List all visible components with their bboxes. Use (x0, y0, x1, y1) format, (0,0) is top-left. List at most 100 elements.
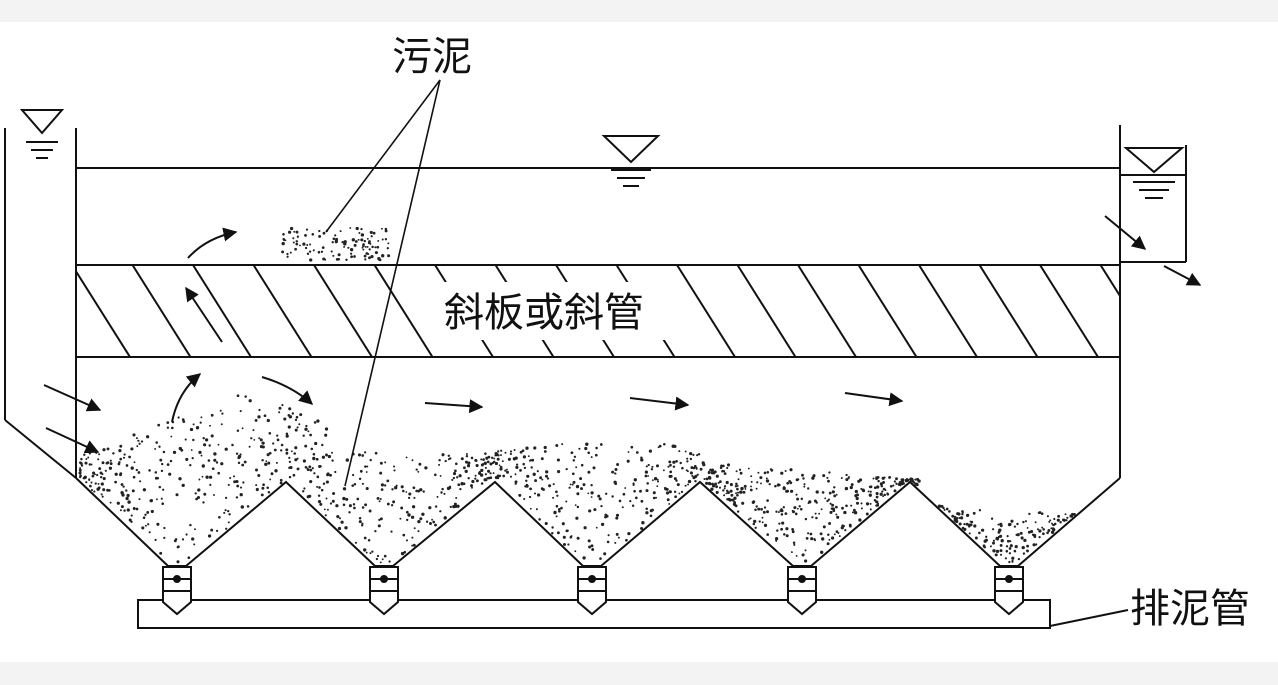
sludge-particle (755, 487, 758, 490)
sludge-particle (736, 510, 740, 513)
sludge-particle (359, 469, 363, 473)
sludge-particle (784, 512, 788, 515)
sludge-particle (729, 489, 733, 493)
sludge-particle (241, 427, 244, 430)
sludge-particle (876, 476, 880, 479)
sludge-particle (827, 533, 830, 536)
sludge-particle (786, 489, 789, 493)
sludge-particle (122, 456, 126, 459)
sludge-particle (243, 460, 247, 464)
sludge-particle (860, 507, 863, 510)
sludge-particle (989, 545, 992, 548)
sludge-particle (348, 511, 351, 514)
sludge-particle (587, 470, 591, 474)
sludge-particle (607, 534, 610, 537)
sludge-particle (177, 416, 180, 419)
sludge-particle (626, 459, 630, 463)
sludge-particle (555, 490, 558, 494)
sludge-particle (529, 487, 532, 491)
sludge-particle (225, 527, 228, 530)
sludge-particle (877, 502, 879, 505)
sludge-particle (766, 499, 769, 502)
sludge-particle (239, 410, 242, 413)
sludge-particle (352, 473, 355, 477)
sludge-particle (869, 508, 872, 511)
sludge-particle (294, 418, 298, 422)
sludge-particle (1026, 549, 1029, 553)
sludge-particle (765, 479, 770, 483)
water-level-icon (601, 135, 661, 187)
flow-arrow (629, 396, 690, 411)
sludge-particle (240, 505, 244, 509)
sludge-particle (372, 231, 376, 235)
sludge-particle (815, 516, 818, 520)
sludge-particle (132, 475, 136, 479)
sludge-particle (519, 450, 523, 454)
sludge-particle (749, 517, 752, 520)
sludge-particle (757, 471, 760, 474)
sludge-particle (804, 517, 808, 521)
sludge-particle (761, 516, 764, 519)
sludge-particle (548, 484, 552, 488)
sludge-particle (480, 458, 483, 461)
sludge-particle (1026, 544, 1030, 548)
sludge-particle (674, 495, 677, 499)
sludge-particle (830, 507, 834, 510)
sludge-particle (403, 550, 407, 554)
sludge-particle (572, 459, 576, 462)
sludge-particle (689, 451, 693, 456)
sludge-particle (281, 404, 284, 407)
sludge-particle (835, 513, 838, 516)
sludge-particle (209, 424, 211, 427)
sludge-particle (98, 467, 102, 471)
sludge-particle (358, 520, 362, 524)
sludge-particle (388, 560, 391, 563)
sludge-particle (824, 497, 827, 500)
sludge-particle (530, 466, 533, 469)
sludge-particle (213, 494, 215, 496)
sludge-particle (540, 487, 544, 490)
sludge-particle (587, 451, 590, 455)
sludge-particle (364, 451, 367, 454)
sludge-particle (361, 454, 365, 457)
sludge-particle (272, 442, 275, 445)
sludge-particle (109, 462, 113, 466)
sludge-particle (288, 230, 292, 234)
sludge-particle (364, 258, 367, 261)
sludge-particle (735, 492, 738, 495)
sludge-particle (646, 482, 649, 485)
sludge-particle (305, 424, 308, 428)
sludge-particle (391, 488, 394, 491)
sludge-particle (957, 512, 961, 516)
sludge-particle (763, 471, 767, 475)
sludge-particle (668, 460, 672, 464)
sludge-particle (411, 544, 414, 547)
sludge-particle (782, 486, 786, 491)
sludge-particle (195, 426, 200, 430)
sludge-particle (718, 486, 722, 489)
sludge-particle (629, 500, 632, 503)
sludge-particle (524, 485, 527, 488)
sludge-particle (261, 486, 265, 490)
sludge-particle (541, 478, 544, 481)
sludge-particle (805, 537, 809, 540)
sludge-particle (79, 474, 82, 478)
sludge-particle (293, 230, 296, 233)
sludge-particle (224, 447, 228, 451)
sludge-particle (882, 495, 884, 498)
sludge-particle (377, 524, 381, 528)
sludge-particle (529, 507, 532, 510)
sludge-particle (368, 248, 371, 251)
sludge-particle (553, 510, 557, 515)
sludge-particle (484, 466, 487, 469)
sludge-particle (255, 468, 258, 472)
sludge-particle (543, 450, 547, 453)
sludge-particle (1050, 530, 1055, 534)
sludge-particle (820, 550, 824, 554)
sludge-particle (588, 545, 592, 549)
sludge-particle (820, 508, 823, 511)
sludge-particle (304, 465, 308, 469)
sludge-particle (545, 470, 549, 474)
sludge-particle (470, 484, 473, 488)
sludge-particle (343, 245, 346, 248)
